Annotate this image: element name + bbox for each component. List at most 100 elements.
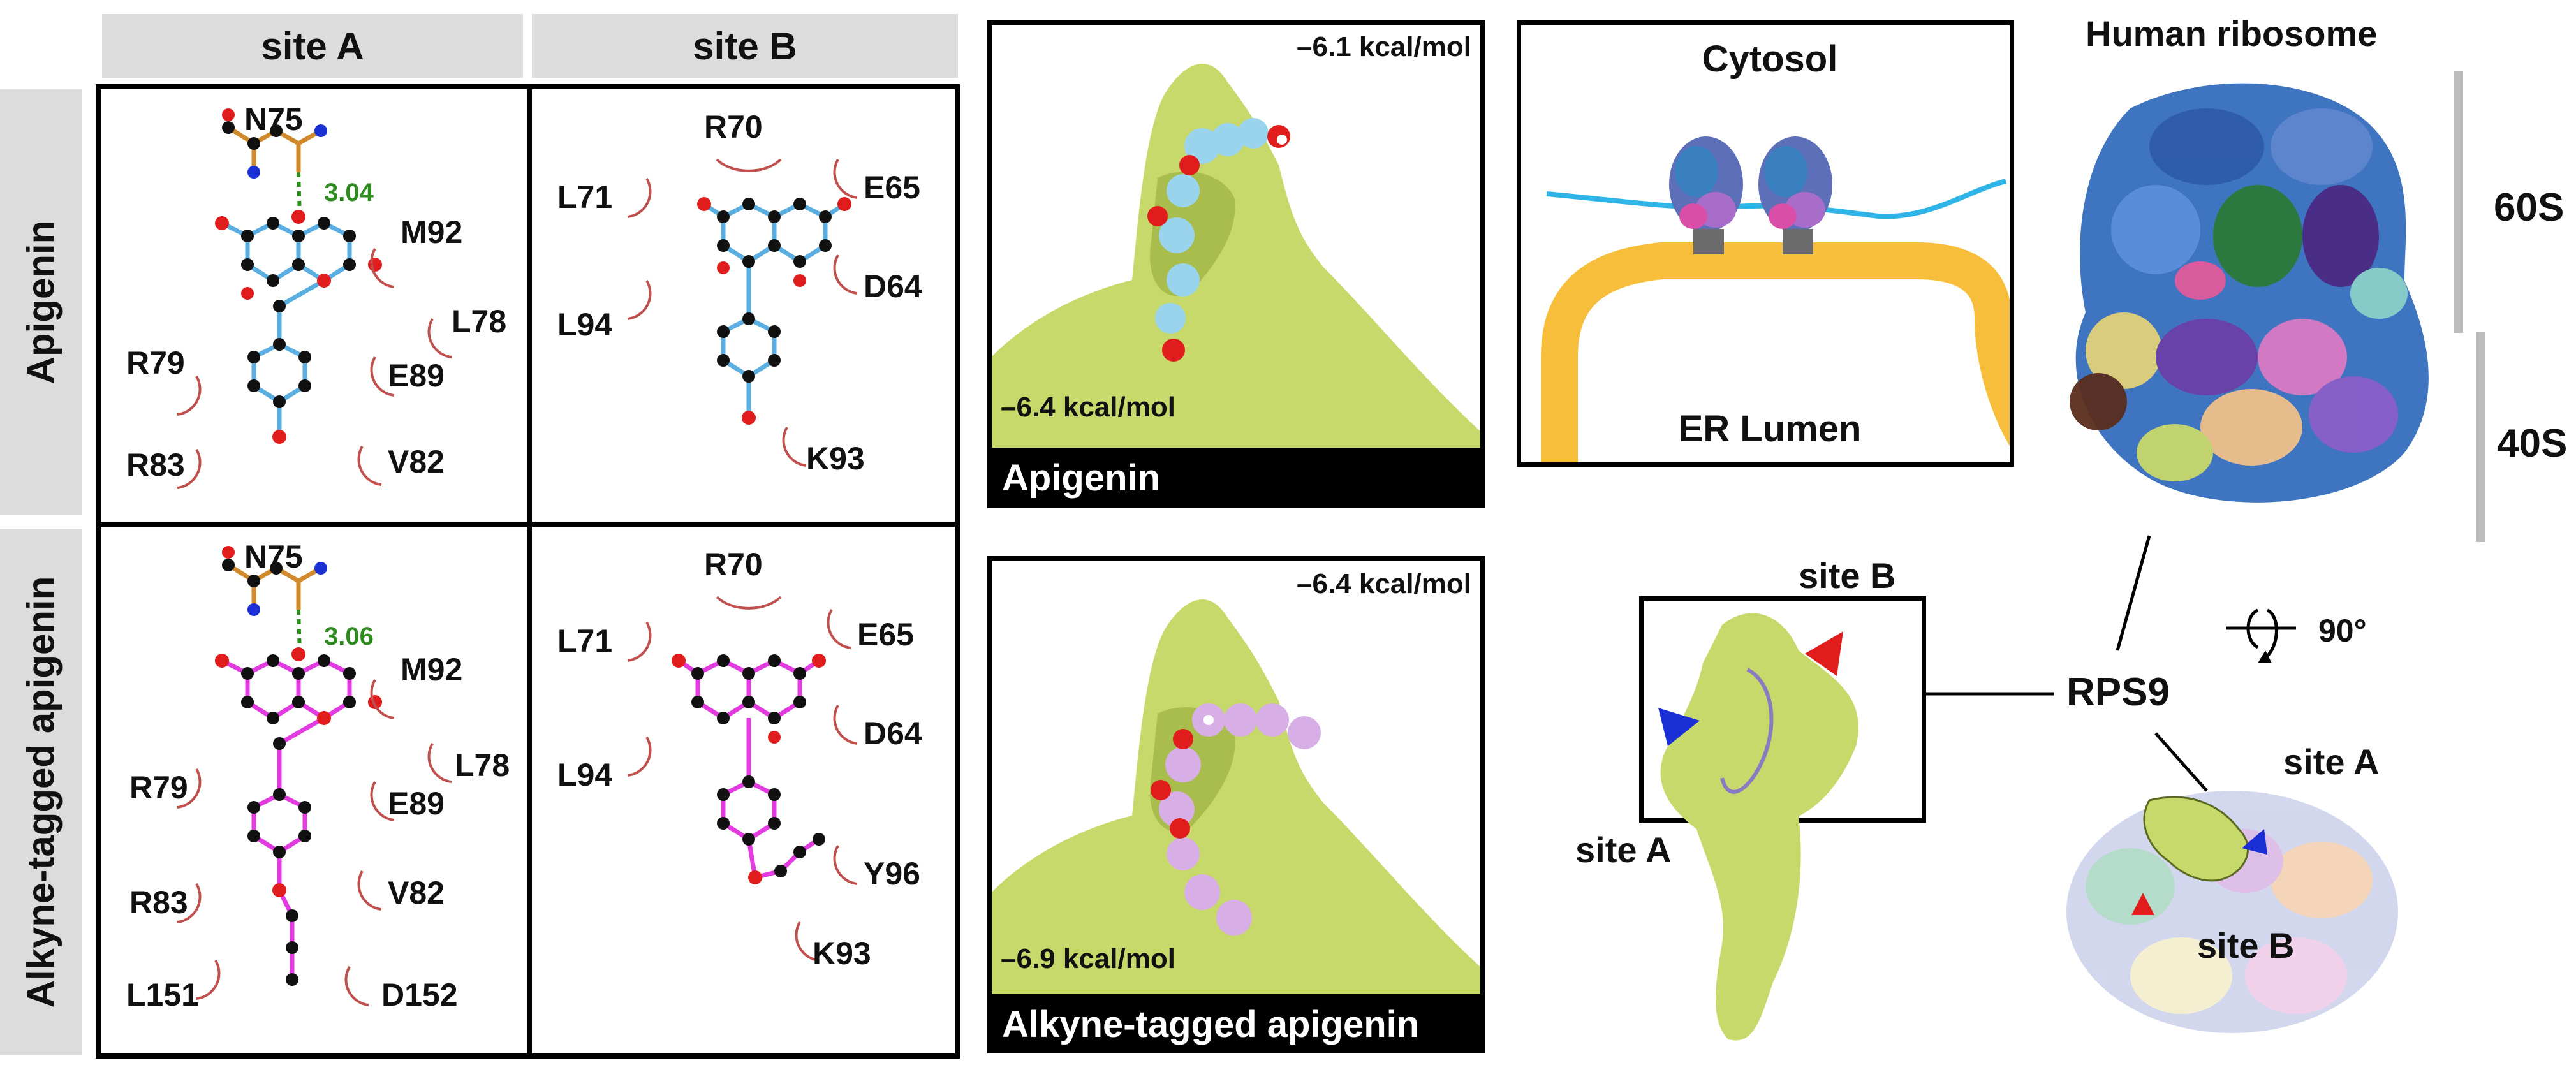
panel-alkyne-site-a: N75 3.06 M92 L78 R79 E89 R83 V82 L151 D1… (101, 527, 527, 1053)
row-header-apigenin: Apigenin (0, 89, 82, 515)
subunit-bar-40s (2476, 332, 2485, 542)
subunit-bar-60s (2454, 71, 2463, 333)
residue-label: E89 (388, 358, 445, 393)
residue-label: L151 (126, 977, 199, 1013)
hydrophobic-contact-arc-icon (827, 608, 851, 649)
hydrophobic-contact-arc-icon (344, 965, 369, 1006)
rotated-site-b-label: site B (2197, 925, 2295, 965)
hydrophobic-contact-arc-icon (370, 356, 395, 397)
hydrophobic-contact-arc-icon (370, 781, 395, 821)
hydrophobic-contact-arc-icon (627, 177, 652, 218)
panel-alkyne-site-b: R70 L71 E65 D64 L94 Y96 K93 (532, 527, 955, 1053)
residue-label: D64 (864, 268, 922, 304)
er-lumen-label: ER Lumen (1678, 408, 1862, 450)
hydrophobic-contact-arc-icon (427, 742, 452, 783)
docking-energy-bottom: –6.4 kcal/mol (1001, 392, 1175, 423)
residue-label: N75 (244, 539, 303, 575)
hydrophobic-contact-arc-icon (357, 870, 382, 911)
grid-divider-vertical (527, 84, 532, 1059)
column-header-site-b-label: site B (693, 24, 797, 68)
grid-divider-horizontal (96, 522, 960, 527)
residue-label: R83 (126, 447, 185, 483)
rotation-arrow-icon (2226, 608, 2296, 663)
label-40s: 40S (2497, 422, 2568, 466)
residue-label: R83 (129, 884, 188, 920)
residue-label: R70 (704, 109, 763, 145)
residue-label: E65 (857, 617, 914, 652)
residue-label: K93 (806, 441, 865, 476)
hydrophobic-contact-arc-icon (177, 448, 202, 489)
apigenin-site-b-structure (627, 158, 858, 467)
hydrophobic-contact-arc-icon (833, 158, 858, 199)
residue-label: D64 (864, 716, 922, 751)
residue-label: V82 (388, 875, 445, 911)
protein-surface-alkyne (992, 599, 1480, 1049)
hydrophobic-contact-arc-icon (833, 844, 858, 885)
docking-panel-alkyne: –6.4 kcal/mol –6.9 kcal/mol Alkyne-tagge… (987, 556, 1485, 1053)
hydrophobic-contact-arc-icon (716, 158, 782, 172)
site-arrowhead-icon (2242, 829, 2267, 855)
residue-label: R79 (129, 770, 188, 805)
residue-label: L71 (557, 623, 613, 659)
residue-label: Y96 (864, 856, 920, 892)
ribosome-rotated-view (2066, 791, 2398, 1033)
residue-label: R79 (126, 345, 185, 381)
ribosome-mini (1669, 136, 1743, 254)
hydrophobic-contact-arc-icon (177, 883, 202, 923)
panel-apigenin-site-b: R70 L71 E65 D64 L94 K93 (532, 89, 955, 522)
residue-label: N75 (244, 101, 303, 137)
hydrophobic-contact-arc-icon (427, 318, 452, 358)
label-60s: 60S (2494, 186, 2565, 230)
ribosome-title: Human ribosome (2086, 13, 2378, 54)
hbond-distance-label: 3.04 (324, 179, 374, 207)
hydrophobic-contact-arc-icon (177, 375, 202, 416)
hydrophobic-contact-arc-icon (833, 254, 858, 295)
residue-label: D152 (381, 977, 458, 1013)
hbond-distance-label: 3.06 (324, 622, 374, 650)
hydrophobic-contact-arc-icon (196, 959, 221, 1000)
residue-label: L94 (557, 757, 613, 793)
residue-label: V82 (388, 444, 445, 480)
rps9-label: RPS9 (2066, 670, 2170, 714)
rps9-site-b-label: site B (1799, 555, 1896, 596)
panel-apigenin-site-a: N75 3.04 M92 L78 R79 E89 R83 V82 (101, 89, 527, 522)
row-header-alkyne-label: Alkyne-tagged apigenin (19, 576, 63, 1008)
er-membrane (1541, 242, 2010, 462)
residue-label: L78 (455, 747, 510, 783)
ribosome-mini (1758, 136, 1832, 254)
hydrophobic-contact-arc-icon (627, 279, 652, 320)
residue-label: L71 (557, 179, 613, 215)
hydrophobic-contact-arc-icon (627, 736, 652, 777)
column-header-site-b: site B (532, 14, 958, 78)
human-ribosome-structure (2070, 83, 2429, 503)
rotation-label: 90° (2318, 613, 2367, 649)
residue-label: R70 (704, 547, 763, 582)
residue-label: L94 (557, 307, 613, 342)
docking-energy-bottom: –6.9 kcal/mol (1001, 943, 1175, 974)
er-diagram-panel: Cytosol ER Lumen (1517, 20, 2014, 467)
column-header-site-a: site A (102, 14, 523, 78)
apigenin-site-a-structure (177, 108, 452, 489)
row-header-alkyne: Alkyne-tagged apigenin (0, 529, 82, 1055)
site-arrowhead-icon (1805, 631, 1843, 676)
docking-panel-apigenin: –6.1 kcal/mol –6.4 kcal/mol Apigenin (987, 20, 1485, 508)
cytosol-label: Cytosol (1702, 38, 1838, 80)
site-arrowhead-icon (1658, 708, 1700, 746)
hydrophobic-contact-arc-icon (716, 596, 782, 610)
protein-surface-apigenin (992, 64, 1480, 504)
docking-energy-top: –6.1 kcal/mol (1297, 31, 1471, 62)
docking-energy-top: –6.4 kcal/mol (1297, 568, 1471, 599)
site-arrowhead-icon (2131, 893, 2154, 915)
rotated-site-a-label: site A (2283, 742, 2380, 782)
alkyne-site-b-structure (627, 596, 858, 962)
rps9-structure (1658, 613, 1858, 1041)
hydrophobic-contact-arc-icon (370, 247, 395, 288)
residue-label: M92 (401, 214, 463, 250)
hydrophobic-contact-arc-icon (177, 768, 202, 809)
residue-label: L78 (452, 304, 507, 339)
residue-label: K93 (813, 936, 871, 971)
column-header-site-a-label: site A (261, 24, 364, 68)
hydrophobic-contact-arc-icon (795, 921, 820, 962)
residue-label: E89 (388, 786, 445, 821)
hydrophobic-contact-arc-icon (627, 621, 652, 662)
